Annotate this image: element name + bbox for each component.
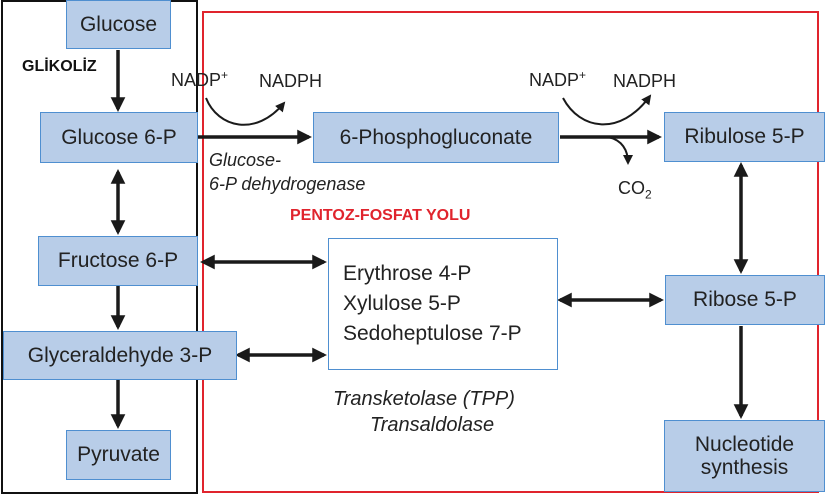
- intermediate-erythrose-4p: Erythrose 4-P: [343, 262, 472, 285]
- node-glucose: Glucose: [66, 0, 171, 49]
- enzyme-transketolase: Transketolase (TPP): [333, 388, 515, 410]
- pentose-phosphate-frame: [202, 11, 819, 493]
- pentose-phosphate-title: PENTOZ-FOSFAT YOLU: [290, 207, 471, 224]
- cofactor-nadp-1: NADP+: [171, 68, 229, 90]
- node-6-phosphogluconate: 6-Phosphogluconate: [313, 112, 559, 163]
- cofactor-nadph-1: NADPH: [259, 71, 323, 91]
- nucleotide-line-2: synthesis: [700, 456, 789, 479]
- intermediate-sedoheptulose-7p: Sedoheptulose 7-P: [343, 322, 522, 345]
- enzyme-g6pd-line-2: 6-P dehydrogenase: [209, 174, 366, 194]
- node-nucleotide-synthesis: Nucleotide synthesis: [664, 420, 825, 492]
- co2-curve: [607, 136, 633, 165]
- intermediate-xylulose-5p: Xylulose 5-P: [343, 292, 461, 315]
- enzyme-transaldolase: Transaldolase: [370, 414, 495, 436]
- cofactor-nadph-2: NADPH: [613, 71, 677, 91]
- glycolysis-title: GLİKOLİZ: [22, 58, 97, 75]
- node-glucose-6p: Glucose 6-P: [40, 112, 198, 163]
- cofactor-nadp-2: NADP+: [529, 68, 587, 90]
- node-pyruvate: Pyruvate: [66, 430, 171, 480]
- nadp-curve-1: [205, 97, 286, 126]
- cofactor-co2: CO2: [618, 178, 652, 202]
- enzyme-g6pd-line-1: Glucose-: [209, 150, 282, 170]
- node-glyceraldehyde-3p: Glyceraldehyde 3-P: [3, 331, 237, 380]
- nadp-curve-2: [562, 94, 652, 126]
- node-ribose-5p: Ribose 5-P: [665, 275, 825, 325]
- nucleotide-line-1: Nucleotide: [694, 432, 795, 456]
- node-ribulose-5p: Ribulose 5-P: [664, 112, 825, 162]
- node-fructose-6p: Fructose 6-P: [38, 236, 198, 286]
- node-sugar-intermediates: Erythrose 4-P Xylulose 5-P Sedoheptulose…: [328, 238, 558, 370]
